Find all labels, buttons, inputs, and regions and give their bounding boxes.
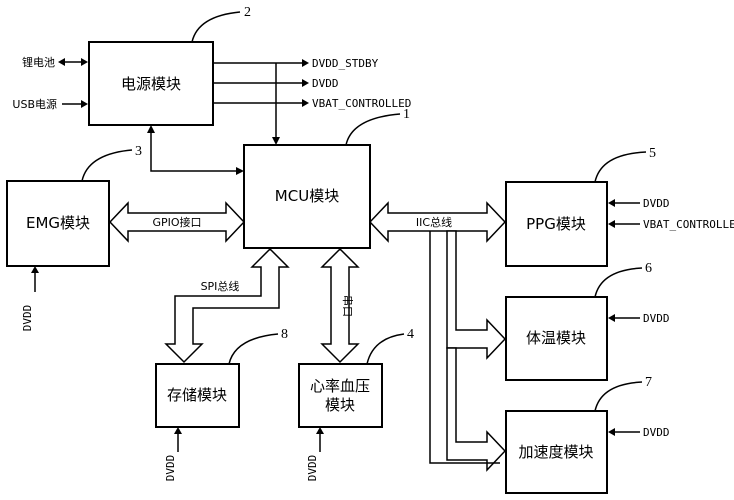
storage-dvdd-label: DVDD <box>164 455 177 482</box>
ref-6-number: 6 <box>645 261 652 276</box>
ref-7-leader <box>594 381 643 412</box>
battery-arrow-right <box>81 58 88 66</box>
storage-module-box <box>155 363 240 428</box>
mcu-module-box <box>243 144 371 249</box>
battery-arrow-left <box>58 58 65 66</box>
dvdd-arrow <box>302 79 309 87</box>
accel-module-label: 加速度模块 <box>518 443 593 461</box>
ppg-module-label: PPG模块 <box>526 215 586 233</box>
power-mcu-link <box>150 131 238 172</box>
accel-module-box <box>505 410 608 494</box>
heart-dvdd-label: DVDD <box>306 455 319 482</box>
power-module-box <box>88 41 214 126</box>
spi-bus-label: SPI总线 <box>201 279 240 293</box>
ref-3-number: 3 <box>135 144 142 159</box>
battery-label: 锂电池 <box>22 55 55 69</box>
ref-3-leader <box>81 149 133 182</box>
power-to-mcu-arrow <box>272 137 280 145</box>
usb-arrow <box>81 100 88 108</box>
emg-module-label: EMG模块 <box>26 214 90 232</box>
mcu-module-label: MCU模块 <box>275 187 339 205</box>
uart-arrow <box>320 247 360 364</box>
gpio-interface-label: GPIO接口 <box>152 216 201 229</box>
temp-dvdd-arrow <box>608 314 615 322</box>
storage-dvdd-arrow <box>174 427 182 434</box>
uart-label: 串口 <box>341 295 354 317</box>
vbat-controlled-label: VBAT_CONTROLLED <box>312 97 411 110</box>
spi-bus-arrow <box>164 247 290 364</box>
heart-bp-module-box <box>298 363 383 428</box>
iic-bus-arrow <box>368 201 507 243</box>
power-module-label: 电源模块 <box>121 75 181 93</box>
dvdd-stdby-arrow <box>302 59 309 67</box>
ref-1-number: 1 <box>403 107 410 122</box>
emg-dvdd-label: DVDD <box>21 305 34 332</box>
dvdd-label: DVDD <box>312 77 339 90</box>
ref-2-number: 2 <box>244 5 251 20</box>
ref-1-leader <box>345 113 401 146</box>
ref-4-number: 4 <box>407 327 414 342</box>
ppg-vbat-arrow <box>608 220 615 228</box>
temp-module-label: 体温模块 <box>526 329 586 347</box>
emg-dvdd-arrow <box>31 266 39 273</box>
ppg-module-box <box>505 181 608 267</box>
iic-accel-thin-line <box>429 231 500 464</box>
emg-module-box <box>6 180 110 267</box>
ref-8-number: 8 <box>281 327 288 342</box>
temp-dvdd-label: DVDD <box>643 312 670 325</box>
ppg-dvdd-arrow <box>608 199 615 207</box>
iic-temp-branch <box>446 230 507 360</box>
usb-label: USB电源 <box>12 97 57 111</box>
power-mcu-arrow-right <box>236 167 244 175</box>
ref-5-number: 5 <box>649 146 656 161</box>
power-mcu-arrow-up <box>147 125 155 133</box>
ref-5-leader <box>594 151 647 183</box>
temp-module-box <box>505 296 608 381</box>
accel-dvdd-arrow <box>608 428 615 436</box>
iic-bus-label: IIC总线 <box>416 215 452 229</box>
ref-2-leader <box>191 11 241 43</box>
dvdd-stdby-label: DVDD_STDBY <box>312 57 379 70</box>
ref-4-leader <box>366 333 405 365</box>
heart-bp-module-label-line1: 心率血压 <box>310 377 370 395</box>
iic-accel-branch <box>446 347 507 472</box>
heart-bp-module-label-line2: 模块 <box>325 396 355 414</box>
heart-dvdd-arrow <box>316 427 324 434</box>
storage-module-label: 存储模块 <box>167 386 227 404</box>
vbat-controlled-arrow <box>302 99 309 107</box>
ref-7-number: 7 <box>645 375 652 390</box>
ppg-dvdd-label: DVDD <box>643 197 670 210</box>
ref-8-leader <box>228 333 279 365</box>
gpio-interface-arrow <box>108 201 246 243</box>
accel-dvdd-label: DVDD <box>643 426 670 439</box>
ref-6-leader <box>594 267 643 298</box>
ppg-vbat-label: VBAT_CONTROLLED <box>643 218 734 231</box>
